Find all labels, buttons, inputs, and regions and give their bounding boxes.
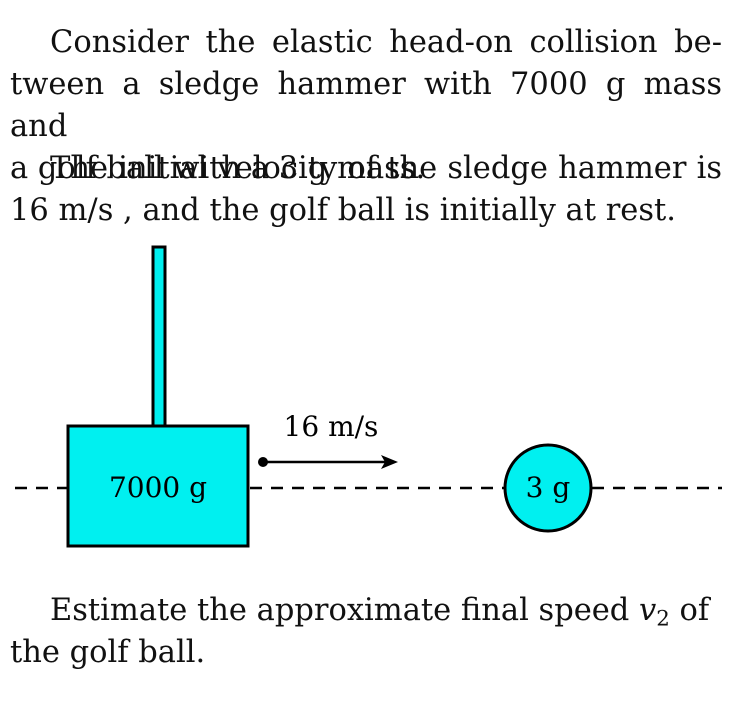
intro-line-1: Consider the elastic head-on collision b… (50, 25, 722, 60)
question-text-after: of (669, 593, 710, 628)
velocity-line-2: 16 m/s , and the golf ball is initially … (10, 193, 676, 228)
question-line-1: Estimate the approximate final speed v2 … (10, 590, 722, 632)
question-paragraph: Estimate the approximate final speed v2 … (10, 590, 722, 674)
velocity-label: 16 m/s (284, 410, 379, 443)
velocity-line-1: The initial velocity of the sledge hamme… (50, 151, 722, 186)
intro-line-2: tween a sledge hammer with 7000 g mass a… (10, 67, 722, 144)
golf-ball-mass-label: 3 g (526, 471, 571, 504)
speed-variable: v (639, 593, 657, 628)
hammer-mass-label: 7000 g (109, 471, 207, 504)
velocity-paragraph: The initial velocity of the sledge hamme… (10, 148, 722, 232)
velocity-arrowhead (381, 455, 398, 469)
hammer-handle (151, 245, 167, 429)
collision-diagram: 7000 g 16 m/s 3 g (15, 245, 722, 548)
intro-line-3: a golf ball with a 3 g mass. (10, 151, 426, 186)
golf-ball (503, 443, 593, 533)
hammer-head (66, 424, 250, 548)
speed-variable-subscript: 2 (656, 606, 670, 632)
question-text-before: Estimate the approximate final speed (50, 593, 640, 628)
intro-paragraph: Consider the elastic head-on collision b… (10, 22, 722, 190)
question-line-2: the golf ball. (10, 635, 206, 670)
